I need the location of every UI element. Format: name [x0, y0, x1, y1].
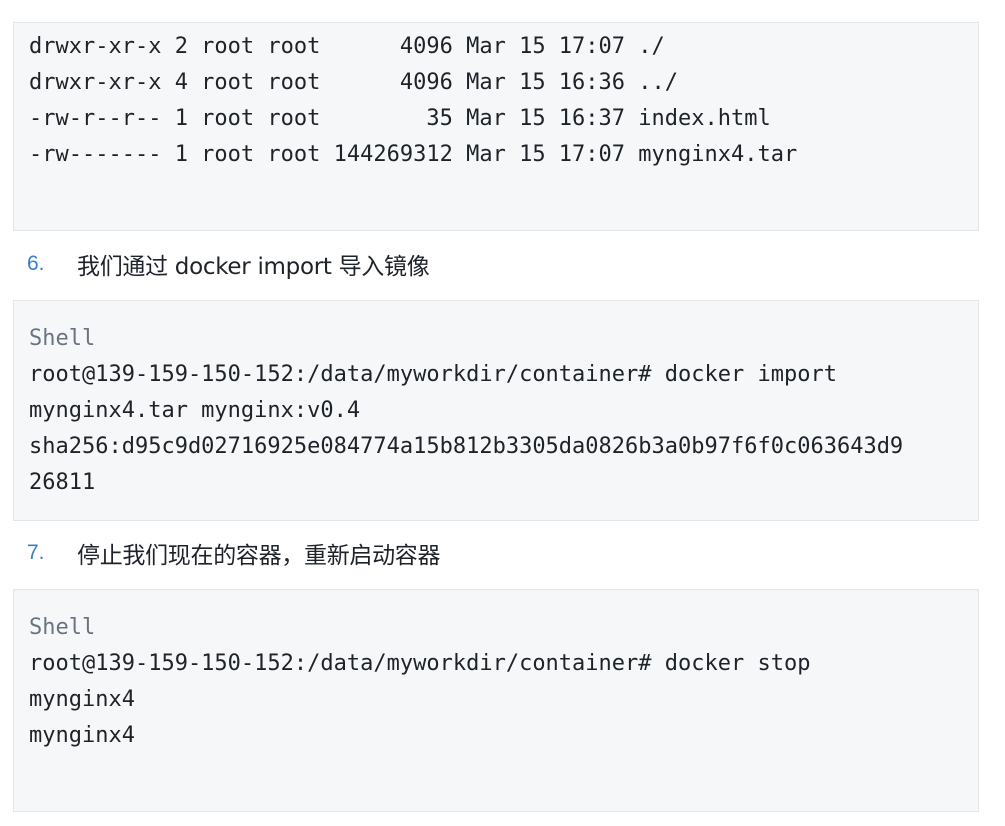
- code-language-label: Shell: [29, 326, 96, 351]
- code-line: root@139-159-150-152:/data/myworkdir/con…: [29, 651, 811, 676]
- code-line: -rw------- 1 root root 144269312 Mar 15 …: [29, 142, 798, 167]
- code-line: mynginx4: [29, 687, 135, 712]
- code-block-docker-import: Shell root@139-159-150-152:/data/myworkd…: [13, 300, 979, 521]
- step-text: 停止我们现在的容器，重新启动容器: [77, 543, 441, 569]
- step-text: 我们通过 docker import 导入镜像: [77, 254, 430, 280]
- code-block-docker-stop: Shell root@139-159-150-152:/data/myworkd…: [13, 589, 979, 812]
- code-line: drwxr-xr-x 4 root root 4096 Mar 15 16:36…: [29, 70, 679, 95]
- code-line: mynginx4.tar mynginx:v0.4: [29, 398, 361, 423]
- code-line: 26811: [29, 470, 96, 495]
- list-item-step-6: 6. 我们通过 docker import 导入镜像: [27, 247, 430, 281]
- step-number: 6.: [27, 252, 45, 275]
- code-line: mynginx4: [29, 723, 135, 748]
- list-item-step-7: 7. 停止我们现在的容器，重新启动容器: [27, 536, 441, 570]
- code-language-label: Shell: [29, 615, 96, 640]
- code-line: root@139-159-150-152:/data/myworkdir/con…: [29, 362, 837, 387]
- code-line: -rw-r--r-- 1 root root 35 Mar 15 16:37 i…: [29, 106, 771, 131]
- code-block-listing: drwxr-xr-x 2 root root 4096 Mar 15 17:07…: [13, 22, 979, 231]
- code-line: drwxr-xr-x 2 root root 4096 Mar 15 17:07…: [29, 34, 665, 59]
- code-line: sha256:d95c9d02716925e084774a15b812b3305…: [29, 434, 904, 459]
- step-number: 7.: [27, 541, 45, 564]
